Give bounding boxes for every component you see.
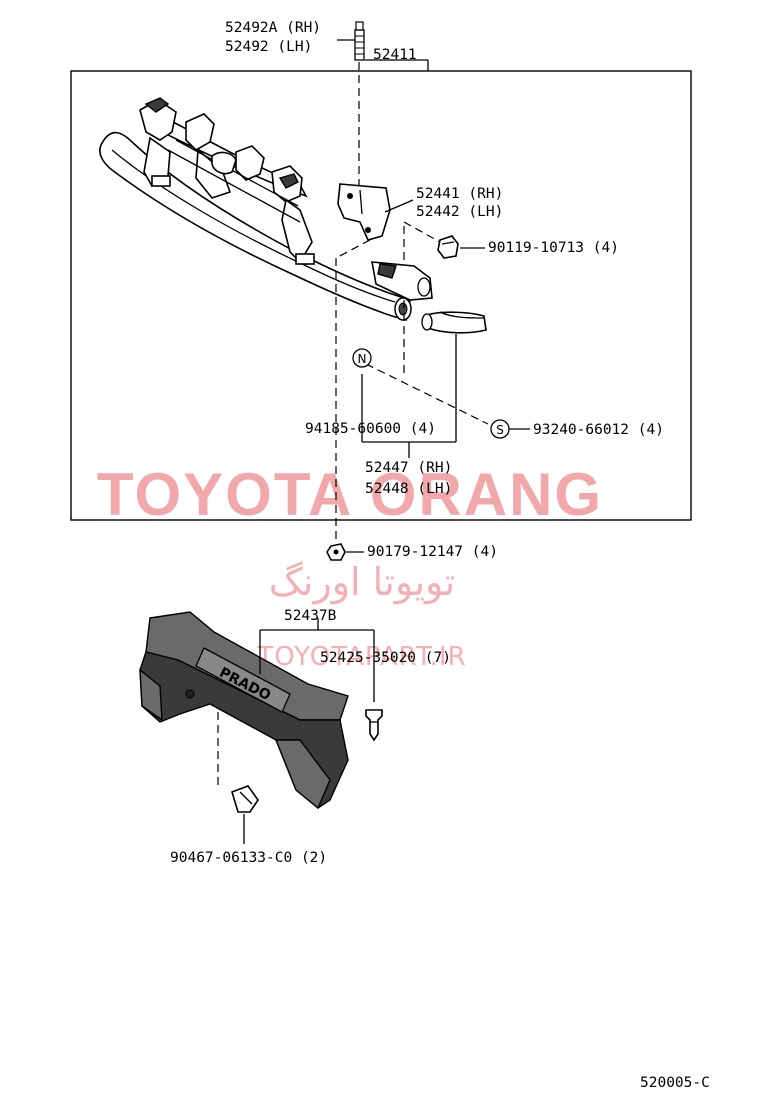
label-clip: 52425-35020 (7) (320, 650, 451, 666)
label-part-n: 94185-60600 (4) (305, 421, 436, 437)
label-bracket-lh: 52442 (LH) (416, 204, 503, 220)
bolt-part (437, 235, 459, 259)
bracket-part (337, 183, 391, 241)
label-guard: 52437B (284, 608, 337, 624)
svg-text:N: N (358, 352, 367, 366)
label-nut-bottom: 90179-12147 (4) (367, 544, 498, 560)
hose-part (421, 311, 487, 334)
watermark-url: TOYOTAPART.IR (256, 642, 466, 672)
label-bolt-top: 90119-10713 (4) (488, 240, 619, 256)
front-guard-part: PRADO (139, 611, 349, 810)
label-hose-rh: 52447 (RH) (365, 460, 452, 476)
label-part-s: 93240-66012 (4) (533, 422, 664, 438)
label-hose-lh: 52448 (LH) (365, 481, 452, 497)
nut-part (326, 543, 346, 561)
bumper-frame-assembly (99, 97, 412, 322)
svg-text:S: S (496, 423, 504, 437)
watermark-main: TOYOTA ORANG (97, 461, 603, 528)
label-stud-lh: 52492 (LH) (225, 39, 312, 55)
diagram-code: 520005-C (640, 1075, 710, 1091)
symbol-n: N (352, 348, 372, 368)
mount-block-part (371, 261, 433, 301)
symbol-s: S (490, 419, 510, 439)
assembly-frame-box (70, 70, 692, 521)
watermark-persian: تویوتا اورنگ (269, 560, 456, 605)
label-bracket-rh: 52441 (RH) (416, 186, 503, 202)
label-frame: 52411 (373, 47, 417, 63)
label-screw: 90467-06133-C0 (2) (170, 850, 327, 866)
stud-part (354, 21, 365, 61)
screw-part (231, 785, 259, 813)
label-stud-rh: 52492A (RH) (225, 20, 321, 36)
clip-part (365, 709, 383, 742)
